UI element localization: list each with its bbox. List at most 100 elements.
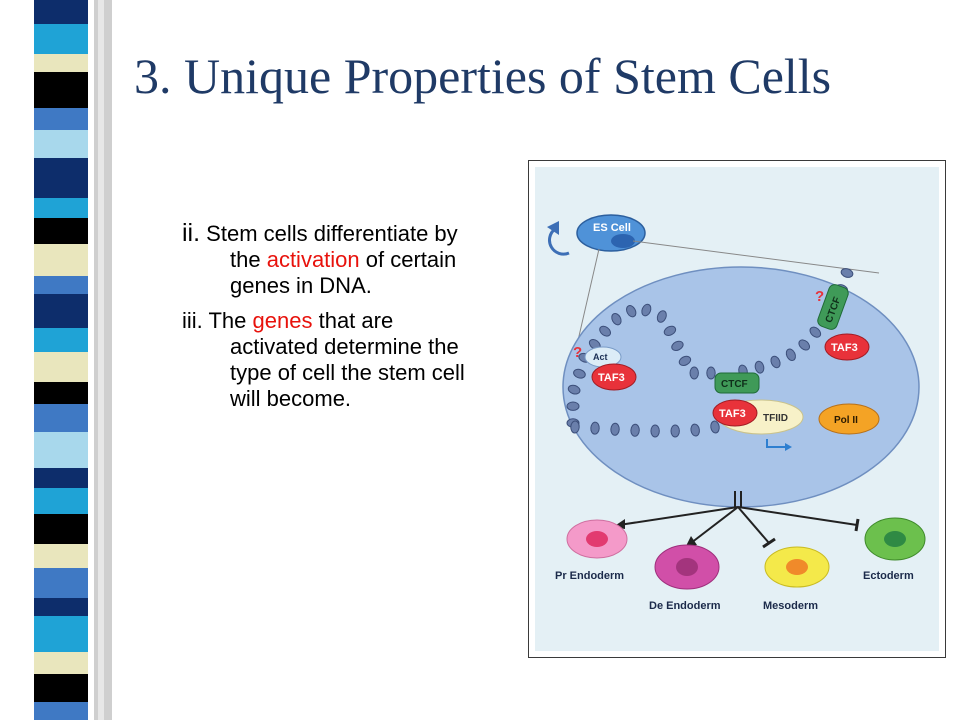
self-renewal-arrow [548,227,570,256]
pr-endoderm-label: Pr Endoderm [555,570,624,582]
nucleosome [566,401,580,411]
question-mark: ? [573,344,582,361]
nucleosome [785,348,796,362]
transcription-start-arrow [766,439,785,448]
stripe-block [34,198,88,218]
stripe-block [34,568,88,598]
stripe-block [34,0,88,24]
nucleosome [809,326,822,338]
taf3-label: TAF3 [831,342,858,354]
arrow-head [547,221,559,235]
bullet-highlight: activation [266,247,360,272]
nucleosome [798,339,811,351]
bullet-highlight: genes [252,308,313,333]
stripe-block [34,404,88,432]
zoom-line [632,240,880,274]
stripe-block [34,158,88,198]
stripe-block [34,130,88,158]
inhibition-line [737,506,858,526]
stripe-block [34,24,88,54]
gene-activation-figure: ES Cell ? ? Act TAF3 TAF3 CTCF CTCF TFII… [528,160,946,658]
stripe-block [34,294,88,328]
ctcf-factor [714,372,760,394]
nucleosome [706,366,716,380]
bullet-text: Stem cells differentiate by the [200,221,458,272]
act-label: Act [593,352,608,362]
taf3-label: TAF3 [719,408,746,420]
pol2-label: Pol II [834,415,858,426]
nucleosome [671,340,684,351]
stripe-block [34,598,88,616]
slide-title: 3. Unique Properties of Stem Cells [134,48,832,104]
nucleosome [710,420,720,434]
nucleosome [656,310,667,323]
cell-nucleus [786,559,808,575]
nucleosome [570,420,580,434]
nucleosome [670,424,680,438]
inhibition-bar [762,537,776,549]
stripe-block [34,544,88,568]
nucleosome [599,325,611,337]
cell-nucleus [676,558,698,576]
nucleosome [626,305,637,318]
nucleosome [567,384,581,395]
taf3-label: TAF3 [598,372,625,384]
de-endoderm-label: De Endoderm [649,600,721,612]
stripe-block [34,54,88,72]
stripe-block [34,328,88,352]
stripe-block [34,488,88,514]
stripe-block [34,276,88,294]
stripe-block [34,108,88,130]
nucleosome [770,355,781,369]
nucleosome [573,368,586,379]
decorative-stripe [34,0,112,720]
stripe-block [34,702,88,720]
stripe-block [34,244,88,276]
mesoderm-label: Mesoderm [763,600,818,612]
chromatin [566,268,854,438]
cell-nucleus [884,531,906,547]
nucleosome [630,423,640,437]
cell-nucleus [586,531,608,547]
taf3-factor [591,363,637,391]
stripe-block [34,468,88,488]
bullet-ii: ii. Stem cells differentiate by the acti… [182,220,482,299]
bullet-number: iii. [182,308,203,333]
stripe-block [34,674,88,702]
ctcf-label: CTCF [721,379,748,390]
stripe-block [34,514,88,544]
bullet-text: of certain genes in DNA. [230,247,457,298]
bullet-text: The [202,308,253,333]
stripe-block [34,382,88,404]
ectoderm-label: Ectoderm [863,570,914,582]
activation-arrow [690,506,739,544]
bullet-list: ii. Stem cells differentiate by the acti… [182,220,482,421]
stripe-block [34,616,88,652]
nucleosome [663,325,677,336]
pol2-complex [818,403,880,435]
inhibition-line [737,506,770,544]
stripe-block [34,652,88,674]
nucleosome [690,423,700,437]
activation-arrow [618,506,739,526]
question-mark: ? [815,288,824,305]
nucleosome [678,355,692,366]
ctcf-factor: CTCF [817,284,849,330]
nucleosome [641,303,652,317]
stripe-block [34,432,88,468]
stripe-block [34,352,88,382]
diagram-svg: ES Cell ? ? Act TAF3 TAF3 CTCF CTCF TFII… [529,161,945,657]
bullet-text: that are activated determine the type of… [230,308,465,411]
nucleosome [689,366,699,380]
taf3-factor [712,399,758,427]
nucleosome [610,422,620,436]
es-cell-label: ES Cell [593,222,631,234]
es-cell-nucleus [611,234,635,248]
tfiid-label: TFIID [763,413,788,424]
bullet-iii: iii. The genes that are activated determ… [182,308,482,412]
stripe-block [34,72,88,108]
nucleosome [611,313,622,326]
arrow-head [785,443,792,451]
taf3-factor [824,333,870,361]
stripe-block [34,218,88,244]
